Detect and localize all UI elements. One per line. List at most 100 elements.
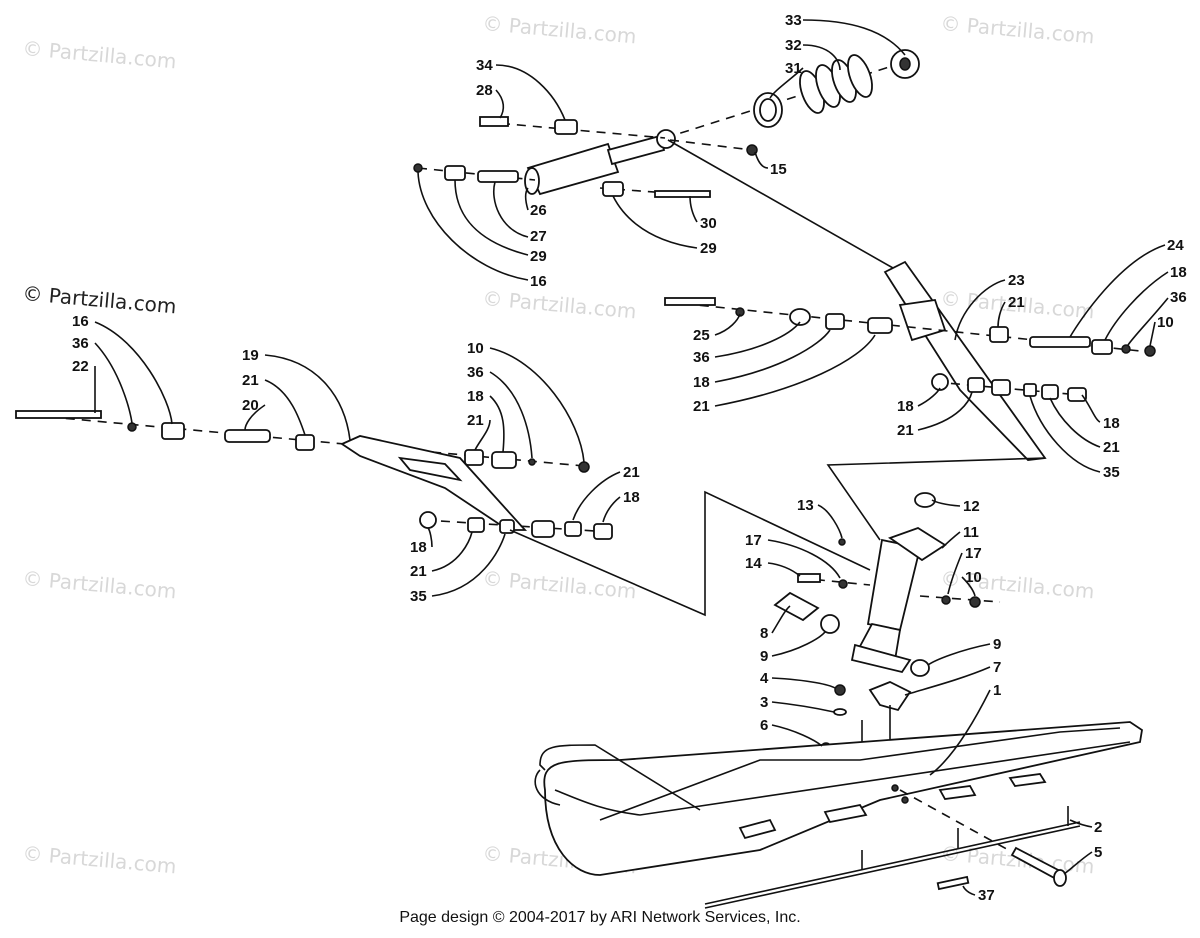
callout-21: 21 <box>623 464 640 481</box>
nut <box>969 596 981 608</box>
callout-13: 13 <box>797 497 814 514</box>
callout-1: 1 <box>993 682 1001 699</box>
callout-18: 18 <box>1170 264 1187 281</box>
callout-34: 34 <box>476 57 493 74</box>
callout-36: 36 <box>693 349 710 366</box>
lower-a-arm-group <box>15 410 613 540</box>
bushing <box>910 659 930 677</box>
callout-9: 9 <box>993 636 1001 653</box>
bolt <box>654 190 711 198</box>
long-bolt <box>15 410 102 419</box>
callout-18: 18 <box>410 539 427 556</box>
callout-18: 18 <box>897 398 914 415</box>
callout-9: 9 <box>760 648 768 665</box>
bolt <box>664 297 716 306</box>
callout-24: 24 <box>1167 237 1184 254</box>
shaft <box>1029 336 1091 348</box>
callout-18: 18 <box>693 374 710 391</box>
callout-21: 21 <box>1103 439 1120 456</box>
watermark: © Partzilla.com <box>482 286 638 323</box>
watermark: © Partzilla.com <box>22 566 178 603</box>
bushing <box>989 326 1009 343</box>
callout-28: 28 <box>476 82 493 99</box>
bushing <box>789 308 811 326</box>
callout-18: 18 <box>623 489 640 506</box>
bushing <box>773 591 820 622</box>
bushing <box>161 422 185 440</box>
bushing <box>820 614 840 634</box>
callout-22: 22 <box>72 358 89 375</box>
callout-16: 16 <box>530 273 547 290</box>
ski-group <box>534 721 1143 909</box>
bushing <box>295 434 315 451</box>
callout-31: 31 <box>785 60 802 77</box>
callout-15: 15 <box>770 161 787 178</box>
nut <box>1144 345 1156 357</box>
watermark: © Partzilla.com <box>482 11 638 48</box>
watermark: © Partzilla.com <box>940 841 1096 878</box>
callout-27: 27 <box>530 228 547 245</box>
callout-18: 18 <box>1103 415 1120 432</box>
callout-labels: 33 32 31 34 28 15 26 27 29 16 30 29 24 2… <box>72 12 1187 904</box>
callout-16: 16 <box>72 313 89 330</box>
shaft <box>224 429 271 443</box>
callout-21: 21 <box>897 422 914 439</box>
washer <box>833 708 847 716</box>
ski-saddle <box>868 681 912 712</box>
shock-absorber-group <box>413 49 920 198</box>
upper-a-arm-group <box>664 139 1156 461</box>
callout-23: 23 <box>1008 272 1025 289</box>
callout-29: 29 <box>530 248 547 265</box>
callout-36: 36 <box>72 335 89 352</box>
callout-12: 12 <box>963 498 980 515</box>
bushing <box>825 313 845 330</box>
callout-36: 36 <box>467 364 484 381</box>
callout-10: 10 <box>1157 314 1174 331</box>
washer <box>941 595 951 605</box>
callout-18: 18 <box>467 388 484 405</box>
assembly-lines <box>509 457 1046 617</box>
callout-21: 21 <box>693 398 710 415</box>
ski-handle <box>539 744 701 811</box>
callout-3: 3 <box>760 694 768 711</box>
callout-20: 20 <box>242 397 259 414</box>
callout-35: 35 <box>410 588 427 605</box>
callout-10: 10 <box>965 569 982 586</box>
callout-17: 17 <box>745 532 762 549</box>
bushing <box>491 451 517 469</box>
bolt <box>797 573 821 583</box>
watermark-dark: © Partzilla.com <box>22 281 178 318</box>
bolt <box>479 116 509 127</box>
spring <box>799 54 873 114</box>
shock-body <box>524 129 676 196</box>
callout-14: 14 <box>745 555 762 572</box>
callout-11: 11 <box>963 524 979 541</box>
lower-a-arm <box>340 435 528 531</box>
callout-26: 26 <box>530 202 547 219</box>
callout-32: 32 <box>785 37 802 54</box>
washer <box>1121 344 1131 354</box>
callout-35: 35 <box>1103 464 1120 481</box>
callout-17: 17 <box>965 545 982 562</box>
washer <box>528 458 536 466</box>
spindle-group <box>773 492 1001 770</box>
wear-bar <box>704 825 1081 909</box>
watermark: © Partzilla.com <box>22 841 178 878</box>
callout-10: 10 <box>467 340 484 357</box>
nut <box>578 461 590 473</box>
callout-2: 2 <box>1094 819 1102 836</box>
bushing-cap <box>419 511 437 529</box>
nut <box>413 163 423 173</box>
callout-36: 36 <box>1170 289 1187 306</box>
callout-33: 33 <box>785 12 802 29</box>
callout-37: 37 <box>978 887 995 904</box>
callout-29: 29 <box>700 240 717 257</box>
leader-lines <box>94 19 1169 896</box>
bushing <box>602 181 624 197</box>
bushing <box>444 165 466 181</box>
page-footer: Page design © 2004-2017 by ARI Network S… <box>399 909 801 926</box>
callout-4: 4 <box>760 670 769 687</box>
callout-8: 8 <box>760 625 768 642</box>
bushing <box>1091 339 1113 355</box>
